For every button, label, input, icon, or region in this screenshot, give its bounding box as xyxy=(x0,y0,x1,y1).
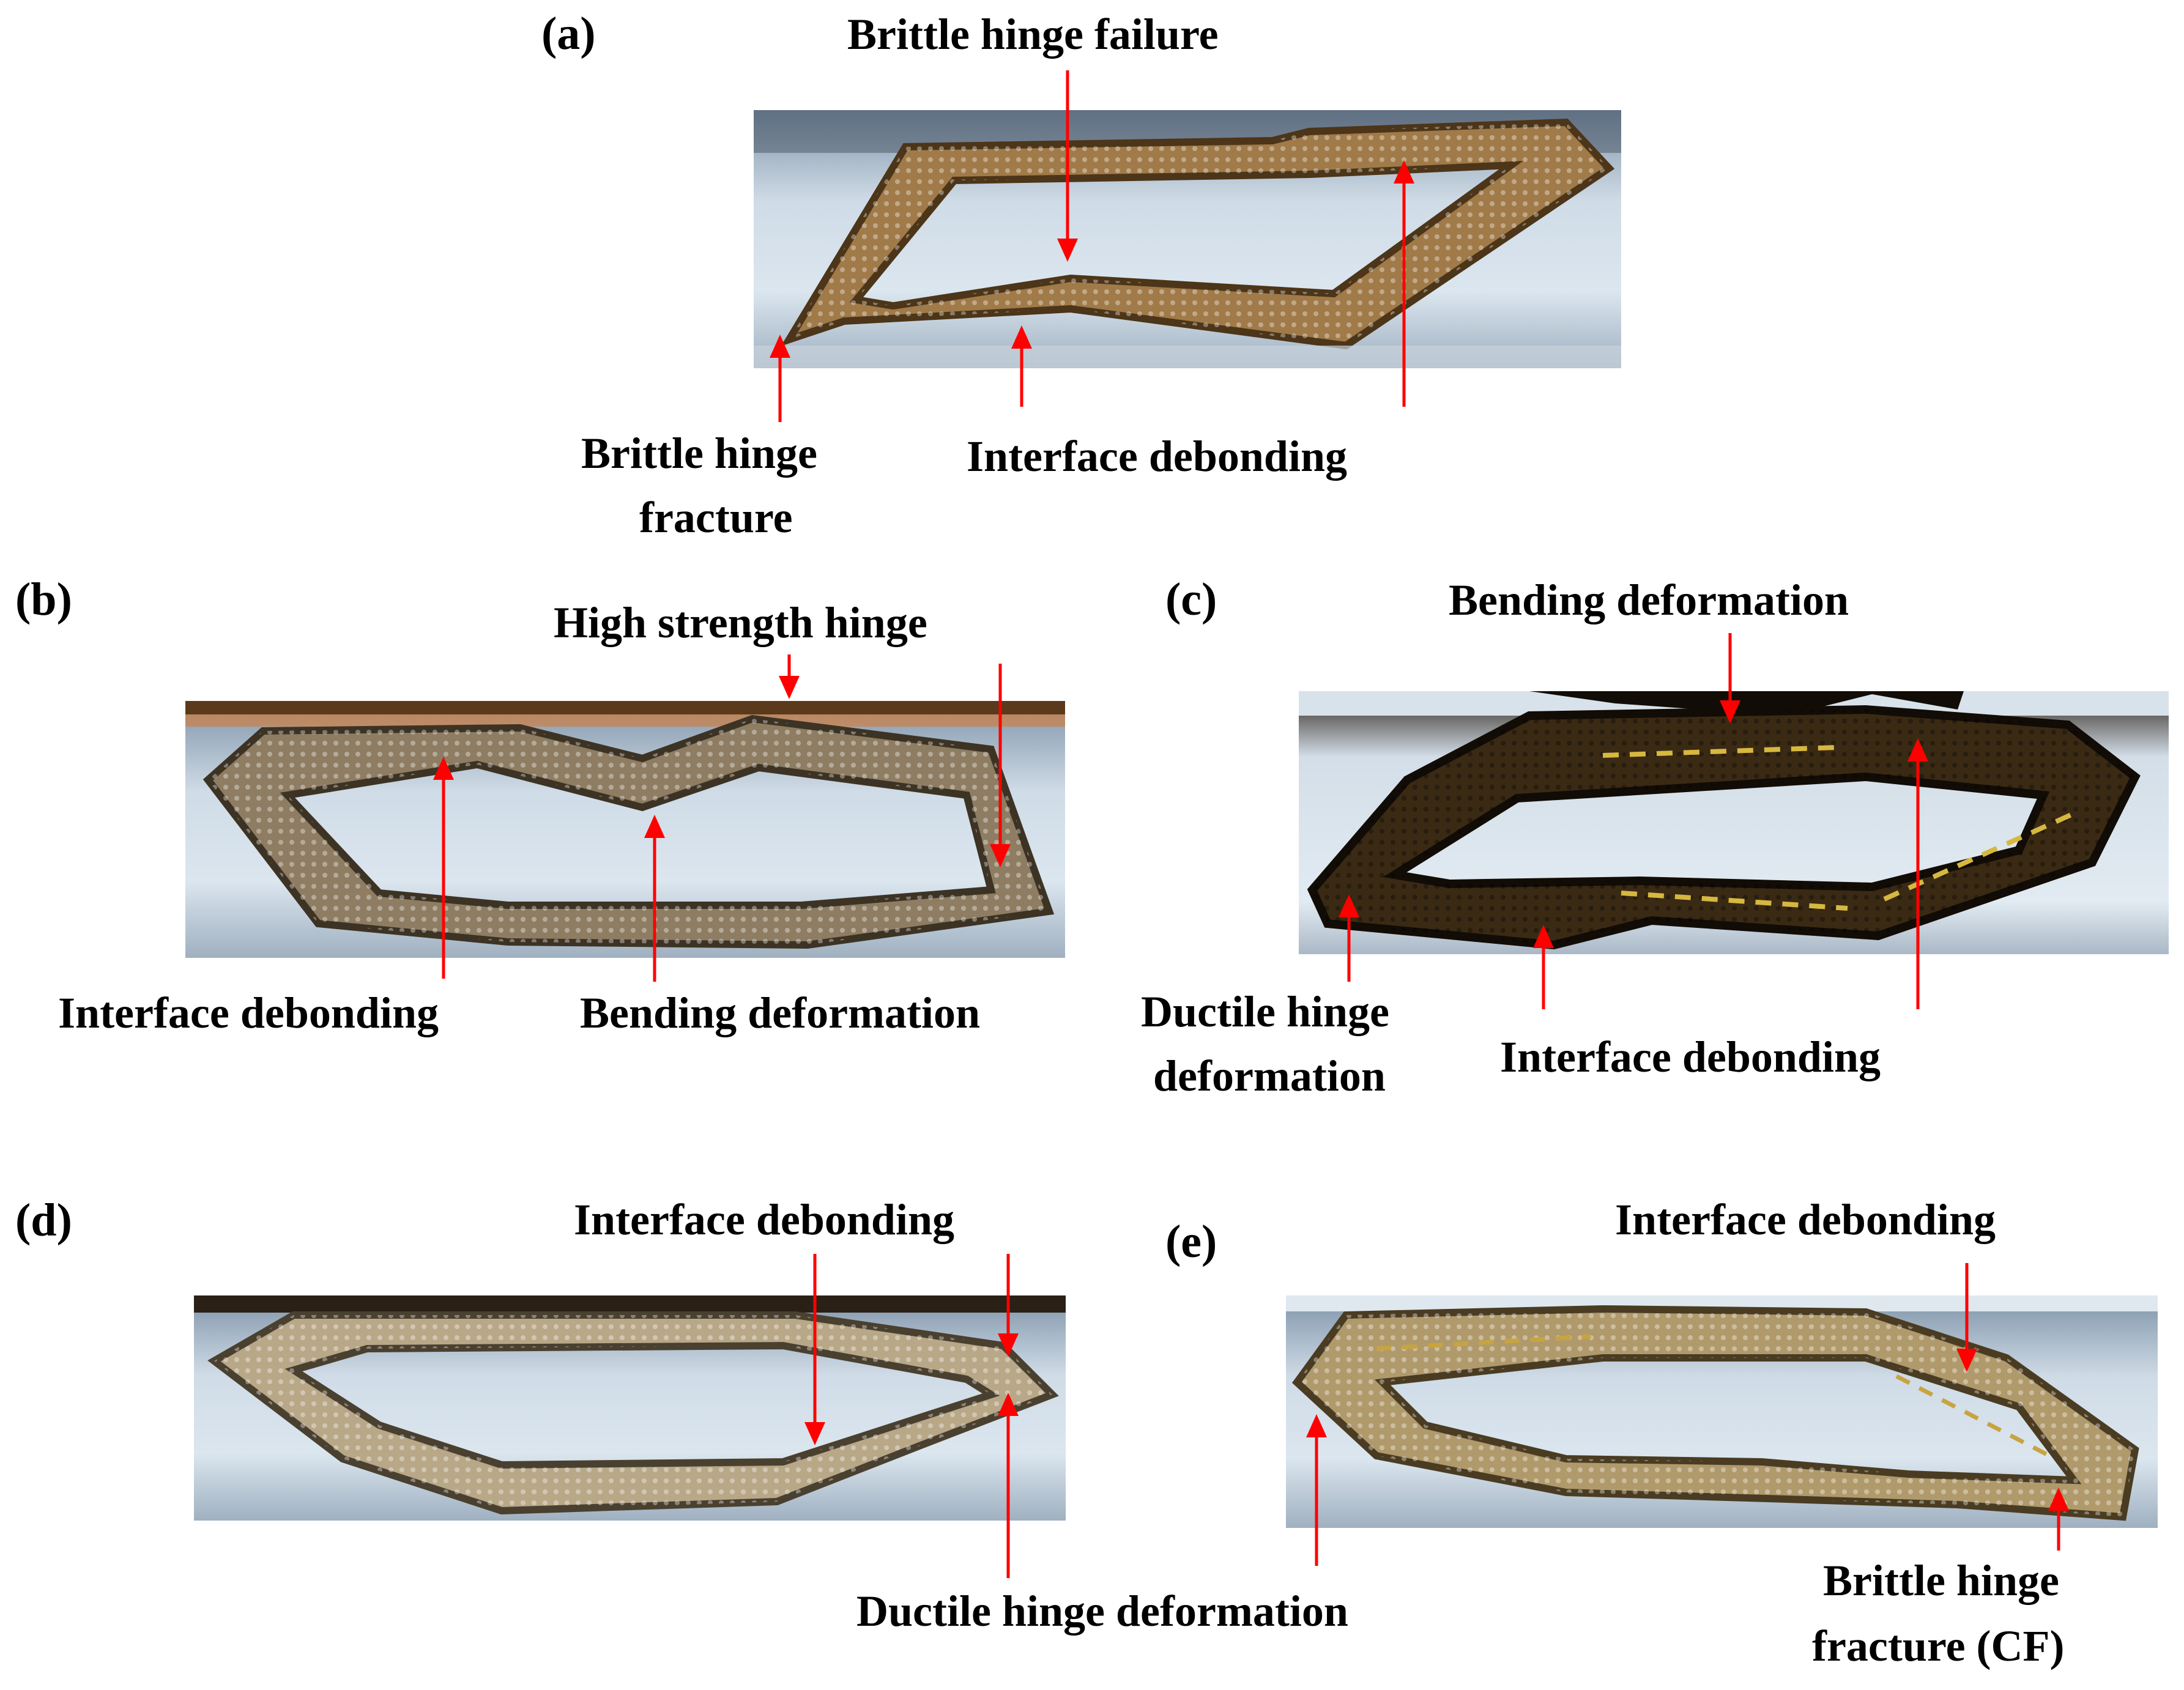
annotation-interface-debonding: Interface debonding xyxy=(574,1195,954,1244)
panel-c-photo xyxy=(1299,691,2169,954)
arrow-ductile-hinge-e xyxy=(1306,1414,1327,1566)
arrow-ductile-hinge-d xyxy=(998,1393,1019,1578)
arrow-brittle-hinge-failure xyxy=(1057,70,1078,262)
arrow-bending-deformation-c xyxy=(1720,633,1740,724)
annotation-high-strength-hinge: High strength hinge xyxy=(554,598,927,647)
annotation-brittle-hinge-fracture-cf: Brittle hinge fracture (CF) xyxy=(1812,1556,2070,1670)
arrow-brittle-hinge-fracture-e xyxy=(2048,1488,2069,1551)
annotation-interface-debonding: Interface debonding xyxy=(58,988,439,1037)
panel-a-photo xyxy=(754,110,1621,368)
annotation-brittle-hinge-failure: Brittle hinge failure xyxy=(847,10,1219,59)
arrow-ductile-hinge-c xyxy=(1339,894,1359,982)
panel-e: (e) Interface debonding Brittle hinge fr… xyxy=(1165,1195,2158,1670)
arrow-brittle-hinge-fracture xyxy=(770,335,790,422)
arrow-interface-debonding-a1 xyxy=(1011,325,1032,407)
panel-c: (c) Bending deformation Ductile hinge de… xyxy=(1141,574,2169,1100)
panel-d-photo xyxy=(194,1295,1066,1521)
arrow-high-strength-hinge xyxy=(779,654,800,699)
panel-b: (b) High strength hinge Interface debond… xyxy=(15,574,1065,1037)
arrow-hinge-right-b xyxy=(990,664,1011,867)
annotation-brittle-hinge-fracture: Brittle hinge fracture xyxy=(581,429,828,542)
panel-b-photo xyxy=(185,701,1065,958)
panel-a-label: (a) xyxy=(541,8,596,59)
panel-d-label: (d) xyxy=(15,1195,72,1246)
arrow-interface-debonding-d2 xyxy=(998,1254,1019,1357)
panel-b-label: (b) xyxy=(15,574,72,625)
panel-d: (d) Interface debonding Ductile hinge de… xyxy=(15,1195,1348,1636)
annotation-ductile-hinge-deformation: Ductile hinge deformation xyxy=(856,1587,1348,1636)
panel-c-label: (c) xyxy=(1165,574,1217,625)
arrow-interface-debonding-e xyxy=(1956,1263,1977,1372)
annotation-bending-deformation: Bending deformation xyxy=(580,988,980,1037)
arrow-interface-debonding-a2 xyxy=(1394,160,1414,407)
arrow-interface-debonding-d1 xyxy=(804,1254,825,1445)
arrow-interface-debonding-c2 xyxy=(1907,738,1928,1009)
annotation-interface-debonding: Interface debonding xyxy=(967,432,1347,481)
arrow-interface-debonding-c1 xyxy=(1533,925,1554,1009)
arrow-bending-deformation-b xyxy=(644,815,665,982)
arrow-interface-debonding-b xyxy=(433,757,454,979)
panel-e-photo xyxy=(1286,1295,2158,1528)
annotation-interface-debonding: Interface debonding xyxy=(1500,1032,1881,1081)
annotation-interface-debonding: Interface debonding xyxy=(1615,1195,1996,1244)
panel-a: (a) Brittle hinge failure Interface debo… xyxy=(541,8,1621,542)
panel-e-label: (e) xyxy=(1165,1216,1217,1267)
annotation-bending-deformation: Bending deformation xyxy=(1449,576,1849,624)
annotation-ductile-hinge-deformation: Ductile hinge deformation xyxy=(1141,987,1400,1100)
